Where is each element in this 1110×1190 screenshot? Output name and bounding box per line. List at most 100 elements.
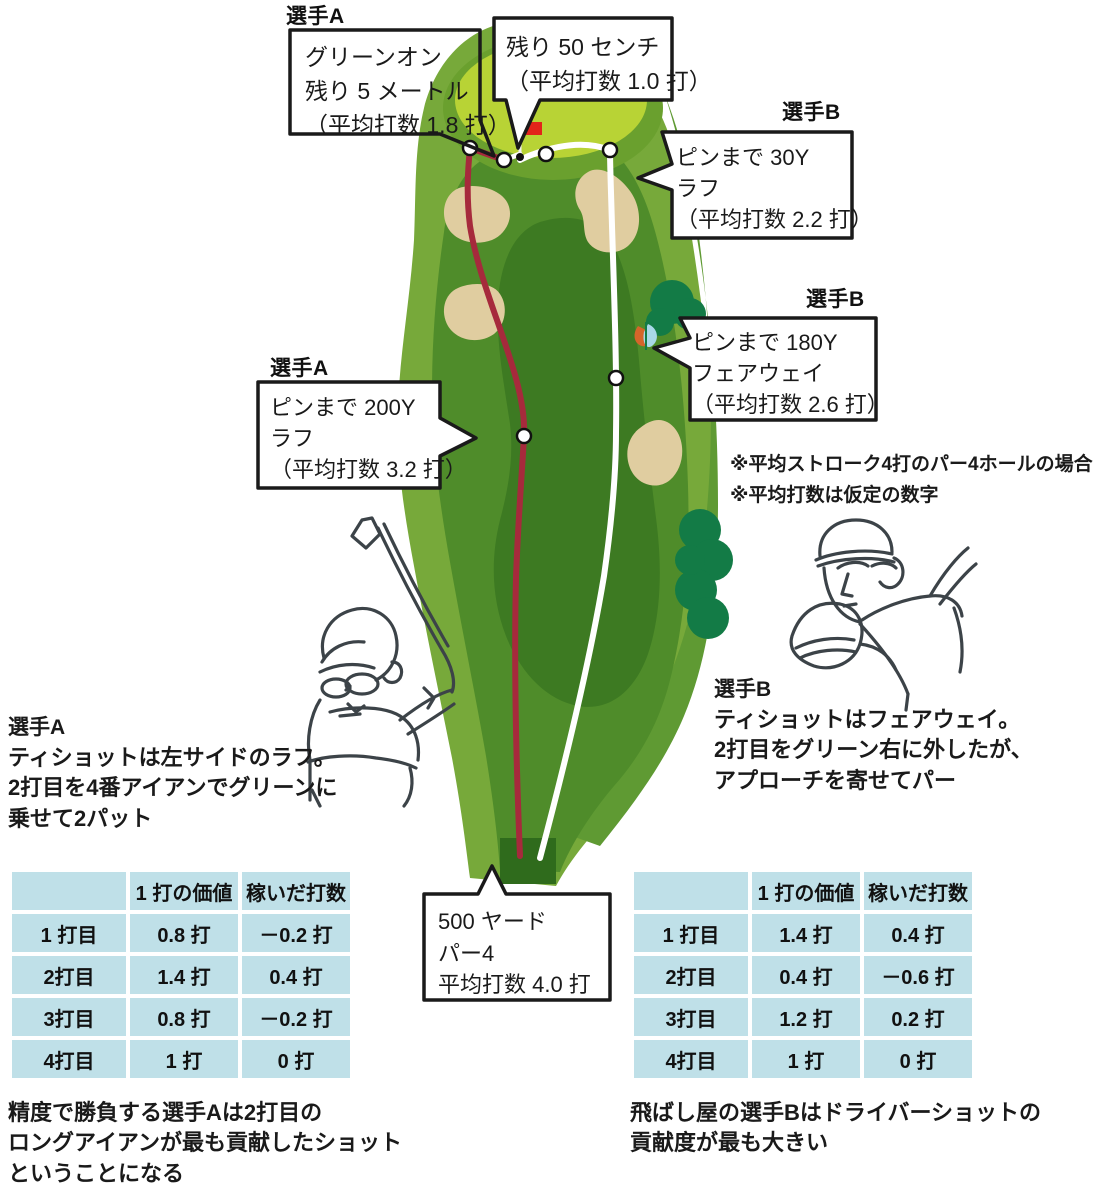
callout-a-putt-text: 残り 50 センチ （平均打数 1.0 打）: [506, 30, 712, 98]
conclusion-line: ということになる: [8, 1160, 185, 1186]
shot-path-player-b: [537, 147, 620, 861]
shot-markers: [461, 139, 625, 445]
callout-line: ラフ: [270, 426, 315, 452]
callout-b-30y-shape: [636, 130, 854, 240]
table-header-cell: 1 打の価値: [130, 872, 238, 910]
table-cell: 2打目: [634, 956, 748, 994]
callout-line: 残り 5 メートル: [305, 78, 469, 105]
callout-tee-shape: [422, 864, 612, 1002]
table-row: 2打目 1.4 打 0.4 打: [12, 956, 350, 994]
conclusion-player-a: 精度で勝負する選手Aは2打目の ロングアイアンが最も貢献したショット ということ…: [8, 1098, 402, 1189]
table-cell: 1 打: [130, 1040, 238, 1078]
golfer-a-sketch: [306, 516, 456, 808]
table-cell: 2打目: [12, 956, 126, 994]
table-row: 1 打目 1.4 打 0.4 打: [634, 914, 972, 952]
table-cell: 3打目: [12, 998, 126, 1036]
table-cell: －0.6 打: [864, 956, 972, 994]
table-row: 3打目 1.2 打 0.2 打: [634, 998, 972, 1036]
callout-a-putt-shape: [492, 16, 674, 150]
table-cell: 1.4 打: [752, 914, 860, 952]
callout-a-green-text: グリーンオン 残り 5 メートル （平均打数 1.8 打）: [305, 40, 511, 142]
player-a-line: 2打目を4番アイアンでグリーンに: [8, 775, 338, 801]
table-cell: 0.2 打: [864, 998, 972, 1036]
callout-line: グリーンオン: [305, 44, 442, 70]
callout-line: （平均打数 1.8 打）: [305, 112, 511, 139]
table-header-cell: 稼いだ打数: [242, 872, 350, 910]
table-cell: 0.4 打: [242, 956, 350, 994]
table-row: 4打目 1 打 0 打: [12, 1040, 350, 1078]
player-a-line: 乗せて2パット: [8, 805, 153, 831]
callout-line: （平均打数 2.6 打）: [692, 392, 889, 418]
table-player-a: 1 打の価値 稼いだ打数 1 打目 0.8 打 －0.2 打 2打目 1.4 打…: [8, 868, 354, 1082]
table-cell: 0.8 打: [130, 998, 238, 1036]
callout-line: ラフ: [676, 176, 721, 202]
tree-cluster-lower: [675, 509, 733, 639]
table-header-row: 1 打の価値 稼いだ打数: [12, 872, 350, 910]
note-line-2: ※平均打数は仮定の数字: [730, 485, 939, 506]
callout-line: 残り 50 センチ: [506, 34, 660, 60]
callout-owner-b-180y: 選手B: [806, 288, 865, 311]
shot-path-player-a: [464, 145, 528, 859]
table-header-cell: 1 打の価値: [752, 872, 860, 910]
callout-a-green-shape: [288, 28, 496, 158]
callout-a-200y-text: ピンまで 200Y ラフ （平均打数 3.2 打）: [270, 392, 467, 486]
callout-line: ピンまで 180Y: [692, 330, 838, 355]
golfer-b-sketch: [789, 518, 978, 712]
conclusion-line: 精度で勝負する選手Aは2打目の: [8, 1100, 323, 1125]
callout-line: パー4: [438, 940, 495, 966]
table-cell: 1.2 打: [752, 998, 860, 1036]
player-b-line: 2打目をグリーン右に外したが、: [714, 737, 1033, 763]
table-cell: 0 打: [864, 1040, 972, 1078]
callout-a-200y-shape: [256, 380, 478, 490]
callout-line: （平均打数 1.0 打）: [506, 68, 712, 95]
callout-tee-text: 500 ヤード パー4 平均打数 4.0 打: [438, 906, 591, 1001]
table-row: 3打目 0.8 打 －0.2 打: [12, 998, 350, 1036]
conclusion-player-b: 飛ばし屋の選手Bはドライバーショットの 貢献度が最も大きい: [630, 1098, 1041, 1159]
player-a-title: 選手A: [8, 716, 66, 739]
table-cell: 0.8 打: [130, 914, 238, 952]
table-cell: 4打目: [12, 1040, 126, 1078]
conclusion-line: 飛ばし屋の選手Bはドライバーショットの: [630, 1100, 1042, 1125]
table-row: 1 打目 0.8 打 －0.2 打: [12, 914, 350, 952]
table-cell: 0 打: [242, 1040, 350, 1078]
table-cell: 3打目: [634, 998, 748, 1036]
table-cell: 4打目: [634, 1040, 748, 1078]
bunker-left-upper: [443, 185, 511, 243]
callout-b-180y-shape: [652, 316, 878, 422]
shrub-accent: [634, 322, 657, 350]
table-cell: 0.4 打: [864, 914, 972, 952]
callout-line: ピンまで 200Y: [270, 395, 416, 420]
table-header-row: 1 打の価値 稼いだ打数: [634, 872, 972, 910]
callout-line: （平均打数 3.2 打）: [270, 457, 467, 483]
rough-mid-band: [572, 58, 718, 846]
conclusion-line: 貢献度が最も大きい: [630, 1130, 829, 1156]
callout-b-180y-text: ピンまで 180Y フェアウェイ （平均打数 2.6 打）: [692, 327, 889, 421]
callout-line: （平均打数 2.2 打）: [676, 207, 873, 233]
player-b-line: アプローチを寄せてパー: [714, 767, 957, 793]
callout-owner-a-green: 選手A: [286, 5, 345, 28]
callout-line: 500 ヤード: [438, 909, 547, 934]
callout-owner-b-30y: 選手B: [782, 101, 841, 124]
table-cell: 1 打目: [634, 914, 748, 952]
table-header-cell: 稼いだ打数: [864, 872, 972, 910]
table-cell: －0.2 打: [242, 914, 350, 952]
player-a-line: ティショットは左サイドのラフ。: [8, 744, 336, 770]
table-cell: 1 打目: [12, 914, 126, 952]
bunker-right-lower: [627, 420, 683, 486]
player-b-line: ティショットはフェアウェイ。: [714, 706, 1021, 732]
table-cell: －0.2 打: [242, 998, 350, 1036]
player-b-title: 選手B: [714, 678, 772, 701]
table-cell: 0.4 打: [752, 956, 860, 994]
note-line-1: ※平均ストローク4打のパー4ホールの場合: [730, 454, 1093, 475]
player-b-description: 選手B ティショットはフェアウェイ。 2打目をグリーン右に外したが、 アプローチ…: [714, 676, 1033, 796]
player-a-description: 選手A ティショットは左サイドのラフ。 2打目を4番アイアンでグリーンに 乗せて…: [8, 714, 337, 834]
table-row: 2打目 0.4 打 －0.6 打: [634, 956, 972, 994]
fairway-core: [493, 217, 660, 707]
table-player-b: 1 打の価値 稼いだ打数 1 打目 1.4 打 0.4 打 2打目 0.4 打 …: [630, 868, 976, 1082]
table-cell: 1 打: [752, 1040, 860, 1078]
bunker-right-upper: [575, 169, 640, 253]
callout-line: ピンまで 30Y: [676, 145, 810, 170]
